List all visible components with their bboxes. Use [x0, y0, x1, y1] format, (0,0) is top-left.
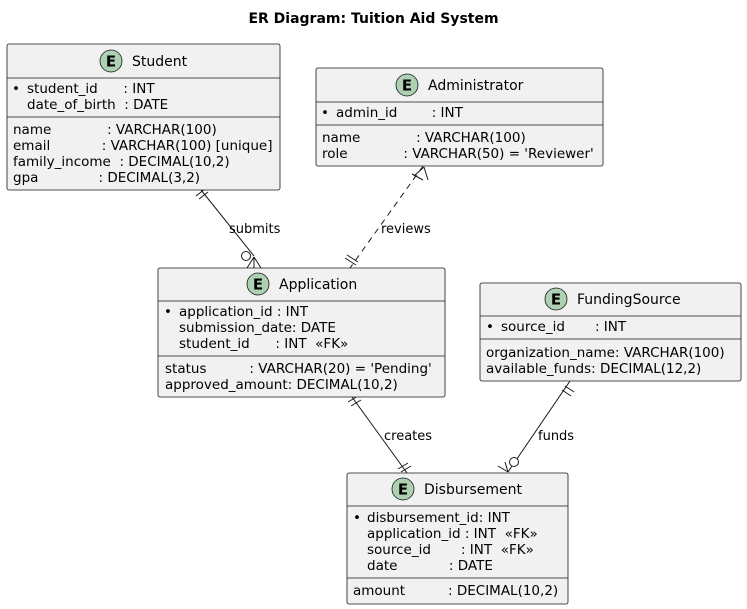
key-attribute: source_id : INT: [501, 319, 627, 335]
relationship-label-funds: funds: [538, 429, 574, 444]
key-marker: •: [486, 319, 494, 335]
key-attribute: date : DATE: [367, 558, 493, 574]
key-attribute: disbursement_id: INT: [367, 510, 511, 526]
relationship-submits-line: [195, 188, 262, 269]
key-attribute: source_id : INT «FK»: [367, 542, 534, 558]
key-attribute: admin_id : INT: [336, 105, 464, 121]
svg-text:E: E: [551, 291, 561, 309]
attribute: name : VARCHAR(100): [13, 122, 217, 138]
key-attribute: submission_date: DATE: [179, 320, 336, 336]
svg-text:E: E: [398, 481, 408, 499]
entity-name: Disbursement: [424, 482, 523, 498]
attribute: organization_name: VARCHAR(100): [486, 345, 725, 361]
relationship-label-reviews: reviews: [381, 222, 431, 237]
key-marker: •: [353, 510, 361, 526]
entity-name: Application: [279, 277, 357, 293]
attribute: email : VARCHAR(100) [unique]: [13, 138, 273, 154]
entity-badge-icon: E: [391, 477, 415, 501]
attribute: amount : DECIMAL(10,2): [353, 583, 558, 599]
attribute: family_income : DECIMAL(10,2): [13, 154, 230, 170]
diagram-title: ER Diagram: Tuition Aid System: [248, 11, 498, 27]
key-marker: •: [12, 81, 20, 97]
entity-disbursement[interactable]: E Disbursement • disbursement_id: INT ap…: [346, 472, 569, 605]
attribute: available_funds: DECIMAL(12,2): [486, 361, 701, 377]
relationship-funds-line: [497, 380, 575, 473]
entity-administrator[interactable]: E Administrator • admin_id : INT name : …: [315, 67, 604, 167]
attribute: approved_amount: DECIMAL(10,2): [165, 377, 398, 393]
attribute: name : VARCHAR(100): [322, 130, 526, 146]
key-marker: •: [321, 105, 329, 121]
entity-badge-icon: E: [395, 73, 419, 97]
entity-application[interactable]: E Application • application_id : INT sub…: [157, 267, 446, 398]
entity-badge-icon: E: [246, 272, 270, 296]
attribute: status : VARCHAR(20) = 'Pending': [165, 361, 432, 377]
key-attribute: student_id : INT «FK»: [179, 336, 348, 352]
entity-name: FundingSource: [577, 292, 681, 308]
relationship-label-submits: submits: [229, 222, 281, 237]
relationship-label-creates: creates: [384, 429, 432, 444]
entity-name: Administrator: [428, 78, 524, 94]
attribute: gpa : DECIMAL(3,2): [13, 170, 200, 186]
relationship-reviews-line: [344, 165, 429, 269]
entity-student[interactable]: E Student • student_id : INT date_of_bir…: [6, 43, 281, 191]
key-attribute: application_id : INT: [179, 304, 309, 320]
svg-text:E: E: [402, 77, 412, 95]
svg-text:E: E: [106, 53, 116, 71]
key-attribute: date_of_birth : DATE: [27, 97, 168, 113]
entity-name: Student: [132, 54, 188, 70]
entity-badge-icon: E: [544, 287, 568, 311]
key-attribute: application_id : INT «FK»: [367, 526, 538, 542]
entity-badge-icon: E: [99, 49, 123, 73]
entity-fundingsource[interactable]: E FundingSource • source_id : INT organi…: [479, 282, 742, 382]
attribute: role : VARCHAR(50) = 'Reviewer': [322, 146, 594, 162]
key-marker: •: [164, 304, 172, 320]
svg-text:E: E: [253, 276, 263, 294]
key-attribute: student_id : INT: [27, 81, 155, 97]
